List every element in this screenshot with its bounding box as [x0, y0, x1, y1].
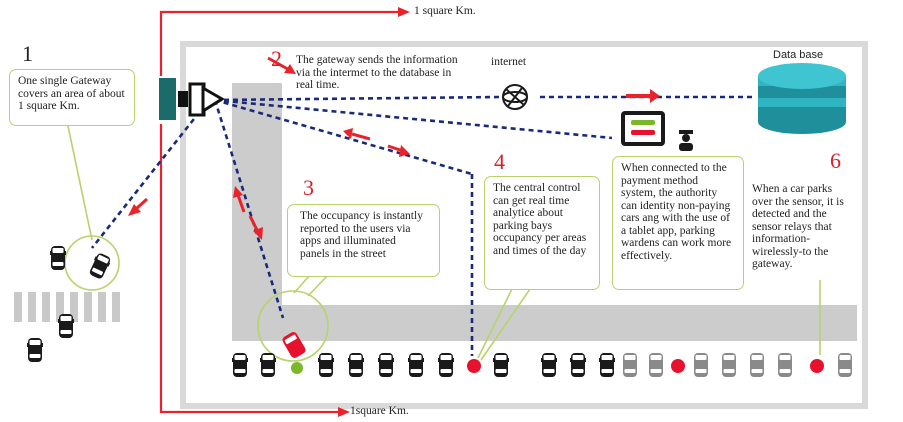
step-1-callout: One single Gateway covers an area of abo… — [9, 69, 135, 126]
car-icon — [50, 246, 66, 270]
car-icon — [493, 353, 509, 377]
area-dimension-lines — [159, 7, 410, 417]
car-icon — [282, 332, 306, 358]
step-2-number: 2 — [271, 46, 282, 71]
step-5-text: When connected to the payment method sys… — [621, 162, 732, 262]
step-3-number: 3 — [303, 175, 314, 200]
step-3-text: The occupancy is instantly reported to t… — [300, 210, 423, 260]
step-1-text: One single Gateway covers an area of abo… — [18, 75, 125, 112]
sensor-dot-icon — [671, 359, 685, 373]
car-icon — [438, 353, 454, 377]
car-icon — [58, 314, 74, 338]
step-2-text: The gateway sends the information via th… — [296, 54, 458, 91]
car-icon — [87, 251, 113, 281]
data-flow-arrows — [128, 56, 660, 240]
car-icon — [694, 353, 708, 377]
car-icon — [378, 353, 394, 377]
step-5-callout: When connected to the payment method sys… — [612, 156, 744, 290]
callout-pointers — [67, 125, 821, 361]
street-vertical — [232, 83, 282, 341]
car-icon — [778, 353, 792, 377]
step-4-callout: The central control can get real time an… — [484, 176, 600, 290]
step-4-number: 4 — [494, 149, 505, 174]
sensor-highlight-circle — [257, 290, 329, 362]
database-icon — [758, 63, 846, 134]
step-3-callout: The occupancy is instantly reported to t… — [287, 204, 440, 277]
area-label-top: 1 square Km. — [414, 5, 476, 17]
internet-label: internet — [491, 56, 527, 68]
gateway-icon — [159, 78, 225, 120]
crosswalk-highlight-circle — [64, 235, 120, 291]
parked-cars — [232, 353, 852, 377]
car-icon — [27, 338, 43, 362]
warden-icon — [679, 130, 693, 151]
car-icon — [649, 353, 663, 377]
sensor-dot-icon — [810, 359, 824, 373]
step-6-text: When a car parks over the sensor, it is … — [752, 183, 844, 270]
step-1-number: 1 — [22, 41, 33, 66]
car-icon — [541, 353, 557, 377]
car-icon — [232, 353, 248, 377]
car-icon — [599, 353, 615, 377]
sensor-dot-icon — [467, 359, 481, 373]
step-6-number: 6 — [830, 148, 841, 173]
sensor-dot-icon — [291, 362, 303, 374]
car-icon — [260, 353, 276, 377]
step-4-text: The central control can get real time an… — [493, 182, 587, 257]
car-icon — [318, 353, 334, 377]
street-horizontal — [232, 305, 857, 341]
coverage-area — [180, 41, 868, 409]
car-icon — [348, 353, 364, 377]
car-icon — [722, 353, 736, 377]
car-icon — [623, 353, 637, 377]
crosswalk — [14, 292, 120, 322]
car-icon — [838, 353, 852, 377]
car-icon — [750, 353, 764, 377]
wireless-links — [90, 95, 755, 356]
database-label: Data base — [773, 49, 824, 61]
internet-globe-icon — [502, 84, 528, 110]
car-icon — [570, 353, 586, 377]
area-label-bottom: 1square Km. — [350, 405, 409, 417]
car-icon — [408, 353, 424, 377]
tablet-icon — [621, 111, 665, 146]
